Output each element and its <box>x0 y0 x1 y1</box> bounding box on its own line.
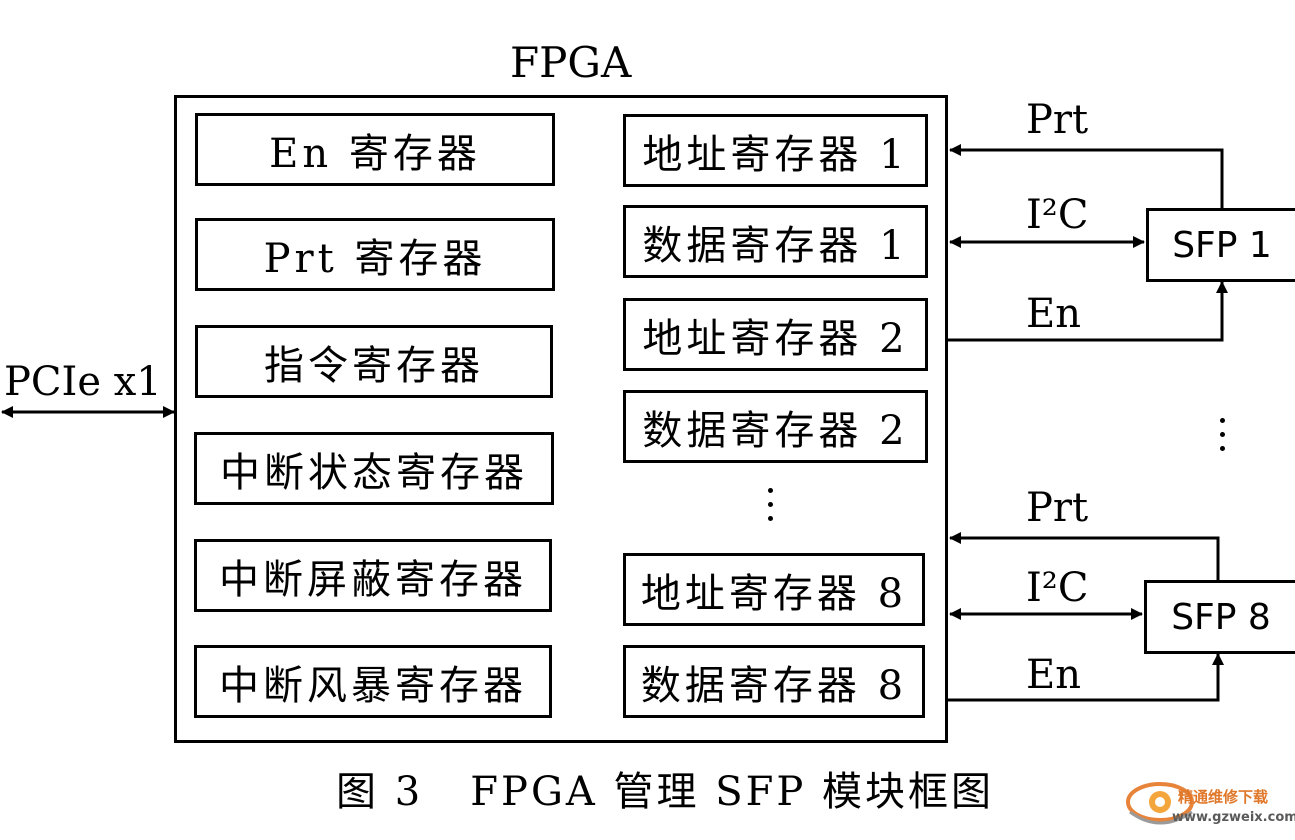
pcie-label: PCIe x1 <box>4 359 162 405</box>
sfp1-prt-line <box>949 144 1224 208</box>
sfp1-i2c-label: I²C <box>1026 192 1089 238</box>
register-interrupt-mask: 中断屏蔽寄存器 <box>194 539 552 612</box>
register-command: 指令寄存器 <box>195 325 553 398</box>
register-en: En 寄存器 <box>195 113 555 186</box>
watermark-eye-icon <box>1126 782 1194 825</box>
register-data-1: 数据寄存器 1 <box>623 205 928 278</box>
register-ellipsis <box>765 488 775 530</box>
register-address-8: 地址寄存器 8 <box>623 553 925 626</box>
register-prt: Prt 寄存器 <box>195 218 555 291</box>
sfp8-en-label: En <box>1026 652 1081 698</box>
watermark-url: www.gzweix.com <box>1172 810 1295 825</box>
sfp8-prt-line <box>949 532 1220 580</box>
register-interrupt-status: 中断状态寄存器 <box>194 432 554 505</box>
register-data-2: 数据寄存器 2 <box>623 390 928 463</box>
fpga-block <box>174 95 948 743</box>
sfp8-i2c-label: I²C <box>1026 565 1089 611</box>
fpga-title: FPGA <box>510 38 632 87</box>
watermark-name: 精通维修下载 <box>1178 788 1269 806</box>
register-address-1: 地址寄存器 1 <box>623 114 928 187</box>
figure-caption: 图 3 FPGA 管理 SFP 模块框图 <box>336 769 995 815</box>
register-data-8: 数据寄存器 8 <box>623 645 925 718</box>
watermark-logo: 精通维修下载 www.gzweix.com <box>1122 778 1295 836</box>
sfp8-en-line <box>947 653 1224 702</box>
sfp-module-1: SFP 1 <box>1146 208 1295 282</box>
sfp-module-8: SFP 8 <box>1144 580 1295 654</box>
sfp8-prt-label: Prt <box>1026 485 1089 531</box>
sfp1-prt-label: Prt <box>1026 97 1089 143</box>
register-interrupt-storm: 中断风暴寄存器 <box>194 645 552 718</box>
sfp1-en-line <box>947 281 1228 342</box>
sfp1-en-label: En <box>1026 291 1081 337</box>
register-address-2: 地址寄存器 2 <box>623 298 928 371</box>
sfp-ellipsis <box>1217 418 1227 460</box>
